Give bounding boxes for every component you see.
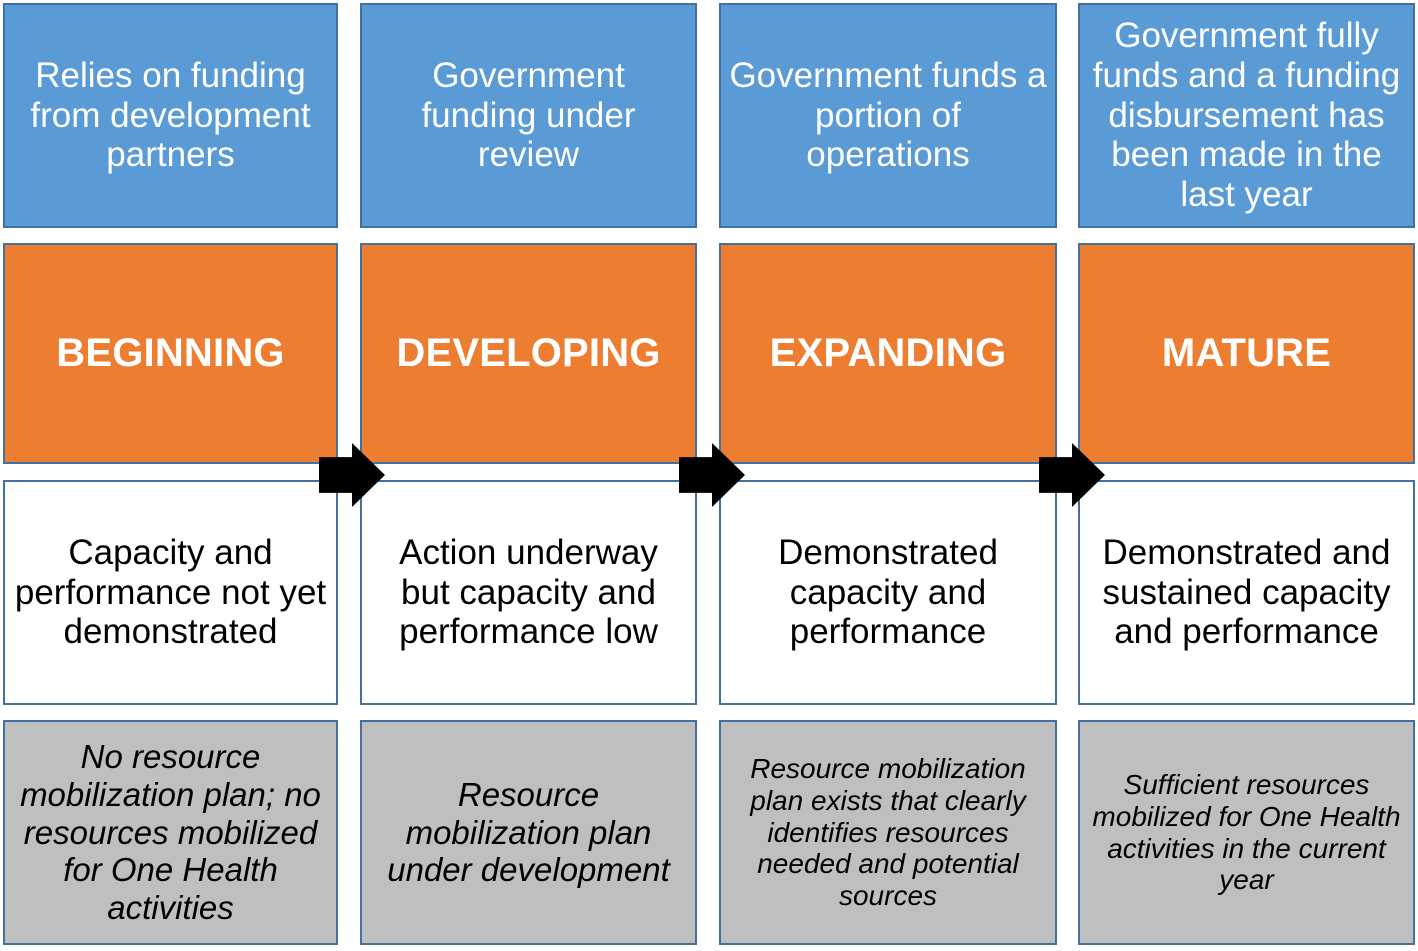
capacity-text-beginning: Capacity and performance not yet demonst… bbox=[14, 532, 327, 652]
resource-cell-developing: Resource mobilization plan under develop… bbox=[360, 720, 697, 945]
stage-cell-mature: MATURE bbox=[1078, 243, 1415, 464]
resource-cell-expanding: Resource mobilization plan exists that c… bbox=[719, 720, 1057, 945]
resource-cell-mature: Sufficient resources mobilized for One H… bbox=[1078, 720, 1415, 945]
stage-label-mature: MATURE bbox=[1161, 330, 1332, 375]
capacity-text-mature: Demonstrated and sustained capacity and … bbox=[1102, 532, 1391, 652]
capacity-cell-expanding: Demonstrated capacity and performance bbox=[719, 480, 1057, 705]
stage-cell-beginning: BEGINNING bbox=[3, 243, 338, 464]
funding-cell-expanding: Government funds a portion of operations bbox=[719, 3, 1057, 228]
capacity-text-expanding: Demonstrated capacity and performance bbox=[778, 532, 998, 652]
resource-text-beginning: No resource mobilization plan; no resour… bbox=[20, 738, 321, 926]
resource-text-expanding: Resource mobilization plan exists that c… bbox=[750, 752, 1026, 912]
capacity-cell-beginning: Capacity and performance not yet demonst… bbox=[3, 480, 338, 705]
stage-label-beginning: BEGINNING bbox=[56, 330, 285, 375]
stage-cell-developing: DEVELOPING bbox=[360, 243, 697, 464]
resource-cell-beginning: No resource mobilization plan; no resour… bbox=[3, 720, 338, 945]
funding-cell-beginning: Relies on funding from development partn… bbox=[3, 3, 338, 228]
capacity-text-developing: Action underway but capacity and perform… bbox=[399, 532, 658, 652]
stage-cell-expanding: EXPANDING bbox=[719, 243, 1057, 464]
resource-text-developing: Resource mobilization plan under develop… bbox=[387, 776, 670, 889]
capacity-cell-mature: Demonstrated and sustained capacity and … bbox=[1078, 480, 1415, 705]
funding-text-developing: Government funding under review bbox=[421, 55, 636, 175]
funding-text-mature: Government fully funds and a funding dis… bbox=[1092, 15, 1401, 215]
funding-text-beginning: Relies on funding from development partn… bbox=[30, 55, 311, 175]
resource-text-mature: Sufficient resources mobilized for One H… bbox=[1092, 768, 1401, 896]
funding-cell-developing: Government funding under review bbox=[360, 3, 697, 228]
stage-label-developing: DEVELOPING bbox=[396, 330, 661, 375]
funding-cell-mature: Government fully funds and a funding dis… bbox=[1078, 3, 1415, 228]
stage-label-expanding: EXPANDING bbox=[769, 330, 1007, 375]
capacity-cell-developing: Action underway but capacity and perform… bbox=[360, 480, 697, 705]
funding-text-expanding: Government funds a portion of operations bbox=[729, 55, 1047, 175]
